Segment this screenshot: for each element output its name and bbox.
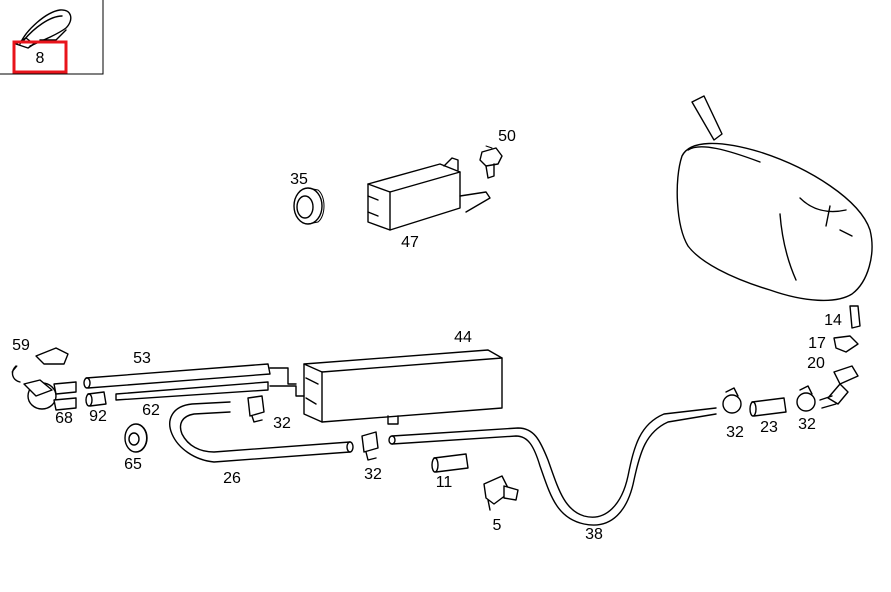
part-32-clamp-center xyxy=(361,431,379,461)
part-32-clamp-left xyxy=(247,395,265,423)
callout-32-right[interactable]: 32 xyxy=(798,416,816,433)
highlight-box xyxy=(12,40,68,74)
callout-68[interactable]: 68 xyxy=(55,410,73,427)
callout-32-mid-right[interactable]: 32 xyxy=(726,424,744,441)
fuel-tank xyxy=(676,95,873,302)
inset-panel: 8 xyxy=(0,0,104,75)
part-65-grommet xyxy=(124,423,148,453)
callout-23[interactable]: 23 xyxy=(760,419,778,436)
callout-38[interactable]: 38 xyxy=(585,526,603,543)
part-92-hose xyxy=(85,391,107,407)
part-32-clamp-right xyxy=(796,385,816,412)
part-17-clip xyxy=(833,335,859,353)
part-23-hose xyxy=(749,397,787,417)
callout-47[interactable]: 47 xyxy=(401,234,419,251)
callout-8[interactable]: 8 xyxy=(36,50,45,67)
part-32-clamp-mid-right xyxy=(722,387,742,414)
callout-32-center[interactable]: 32 xyxy=(364,466,382,483)
clip-part-8 xyxy=(15,9,72,49)
callout-44[interactable]: 44 xyxy=(454,329,472,346)
callout-11[interactable]: 11 xyxy=(436,474,453,491)
part-11-hose xyxy=(431,453,469,473)
part-62-hose xyxy=(115,381,305,401)
part-44-canister xyxy=(303,349,503,425)
callout-65[interactable]: 65 xyxy=(124,456,142,473)
part-47-module xyxy=(367,157,491,231)
callout-26[interactable]: 26 xyxy=(223,470,241,487)
part-14-tube xyxy=(849,305,861,329)
callout-20[interactable]: 20 xyxy=(807,355,825,372)
part-35-grommet xyxy=(293,187,325,225)
leader-lines xyxy=(11,145,493,373)
part-5-valve xyxy=(483,475,519,511)
callout-14[interactable]: 14 xyxy=(824,312,842,329)
part-50-bolt xyxy=(479,147,503,179)
part-68-valve xyxy=(23,379,77,411)
callout-35[interactable]: 35 xyxy=(290,171,308,188)
callout-17[interactable]: 17 xyxy=(808,335,826,352)
part-20-valve xyxy=(819,365,859,409)
callout-92[interactable]: 92 xyxy=(89,408,107,425)
callout-53[interactable]: 53 xyxy=(133,350,151,367)
part-59-connector xyxy=(11,347,69,383)
callout-50[interactable]: 50 xyxy=(498,128,516,145)
callout-62[interactable]: 62 xyxy=(142,402,160,419)
callout-5[interactable]: 5 xyxy=(493,517,502,534)
part-38-pipe xyxy=(388,407,717,526)
callout-32-left[interactable]: 32 xyxy=(273,415,291,432)
callouts: 50 35 47 44 59 53 68 92 62 65 32 26 32 1… xyxy=(12,128,842,543)
callout-59[interactable]: 59 xyxy=(12,337,30,354)
part-53-hose xyxy=(83,363,297,389)
part-26-hose xyxy=(169,401,354,463)
